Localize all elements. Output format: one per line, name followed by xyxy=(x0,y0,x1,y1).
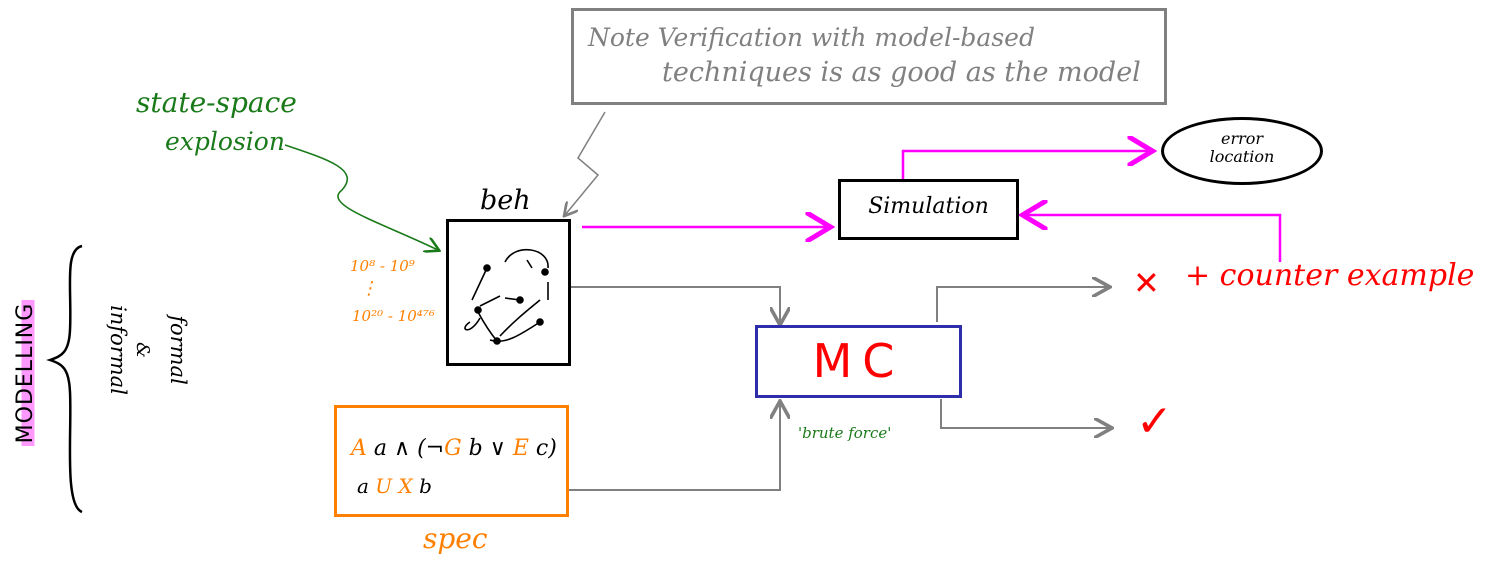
behavior-model-box xyxy=(446,219,571,366)
note-line-1: Note Verification with model-based xyxy=(588,23,1035,52)
ctl-A: A xyxy=(351,436,367,461)
formula-part-3: b ∨ xyxy=(461,436,513,461)
simulation-to-error-arrow xyxy=(901,151,1150,180)
mc-to-check-arrow xyxy=(940,399,1110,428)
spec-formula-line-1: A a ∧ (¬G b ∨ E c) xyxy=(351,436,557,461)
mc-to-counterexample-arrow xyxy=(936,287,1108,322)
state-count-top: 10⁸ - 10⁹ xyxy=(350,257,415,275)
error-location-ellipse: error location xyxy=(1161,117,1323,185)
ltl-X: X xyxy=(398,474,413,498)
counter-example-label: + counter example xyxy=(1185,258,1475,293)
note-box: Note Verification with model-based techn… xyxy=(571,8,1167,105)
simulation-label: Simulation xyxy=(868,194,989,219)
note-to-beh-arrow xyxy=(565,111,606,215)
location-text: location xyxy=(1209,147,1275,166)
spec-box: A a ∧ (¬G b ∨ E c) a U X b xyxy=(334,405,569,517)
modelling-text: MODELLING xyxy=(13,299,38,447)
counterexample-to-simulation-arrow xyxy=(1025,215,1282,262)
formula-part-5: c) xyxy=(528,436,557,461)
state-graph-sketch xyxy=(464,248,549,345)
error-text: error xyxy=(1220,129,1264,148)
formula-part-1: a ∧ (¬ xyxy=(366,436,445,461)
explosion-label: explosion xyxy=(165,127,285,156)
formula2-part-0: a xyxy=(357,474,376,498)
simulation-box: Simulation xyxy=(838,179,1019,240)
ltl-U: U xyxy=(375,474,393,498)
formal-text: formal xyxy=(166,315,190,385)
and-label-wrap: & xyxy=(123,330,153,370)
spec-formula-line-2: a U X b xyxy=(357,474,432,498)
ctl-E: E xyxy=(512,436,529,461)
and-text: & xyxy=(132,341,153,359)
modelling-brace xyxy=(46,244,83,514)
state-count-bottom: 10²⁰ - 10⁴⁷⁶ xyxy=(352,307,435,325)
state-space-label: state-space xyxy=(136,86,297,119)
formula2-part-4: b xyxy=(412,474,432,498)
note-line-2: techniques is as good as the model xyxy=(662,57,1141,88)
mc-label: MC xyxy=(812,334,905,388)
beh-label: beh xyxy=(480,185,531,216)
ctl-G: G xyxy=(444,436,462,461)
modelling-label: MODELLING xyxy=(13,298,45,448)
state-count-dots: ⋮ xyxy=(360,278,378,299)
formal-label-wrap: formal xyxy=(160,305,190,395)
brute-force-label: 'brute force' xyxy=(798,424,892,442)
beh-to-mc-arrow xyxy=(571,286,780,323)
explosion-arrow xyxy=(284,144,438,250)
model-checker-box: MC xyxy=(755,325,962,398)
cross-mark: ✕ xyxy=(1133,264,1160,302)
spec-label: spec xyxy=(423,522,488,555)
check-mark: ✓ xyxy=(1136,396,1173,447)
spec-to-mc-arrow xyxy=(569,403,780,491)
